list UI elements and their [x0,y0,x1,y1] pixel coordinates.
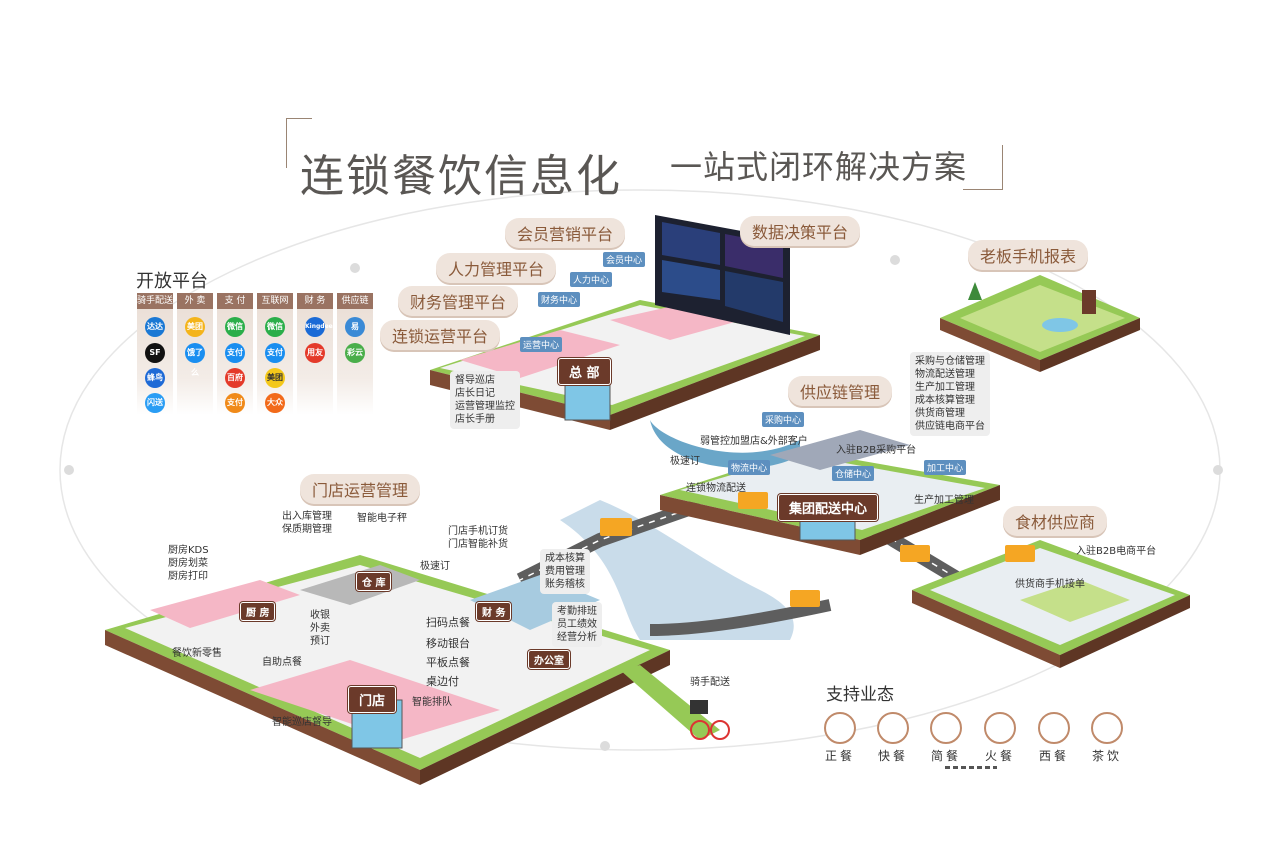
yonyou-icon: 用友 [305,343,325,363]
store-jisu-note: 极速订 [420,561,450,572]
support-label-hotpot: 火餐 [984,749,1015,763]
page-title: 连锁餐饮信息化 [300,151,622,202]
shansong-icon: 闪送 [145,393,165,413]
op-head-rider: 骑手配送 [137,293,173,309]
store-self-order-note: 自助点餐 [262,657,302,668]
meituan-icon: 美团 [265,368,285,388]
supply-jisu-label: 极速订 [670,456,700,467]
hq-tag-member: 会员中心 [603,252,646,267]
chain-operations-platform: 连锁运营平台 [380,320,501,350]
pay-icon: 支付 [225,393,245,413]
supplier-order-label: 供货商手机接单 [1015,579,1085,590]
caiyun-icon: 彩云 [345,343,365,363]
warehouse-sign: 仓 库 [356,572,392,591]
page-subtitle: 一站式闭环解决方案 [670,148,968,186]
support-label-western: 西餐 [1038,749,1069,763]
support-label-tea: 茶饮 [1091,749,1122,763]
supplier-b2b-label: 入驻B2B电商平台 [1076,546,1157,557]
fengniao-icon: 蜂鸟 [145,368,165,388]
store-stock-note: 出入库管理 保质期管理 [282,511,332,535]
title-corner-left [286,118,312,168]
supply-note: 采购与仓储管理 物流配送管理 生产加工管理 成本核算管理 供货商管理 供应链电商… [910,352,990,436]
alipay-internet-icon: 支付宝 [265,343,285,377]
title-corner-right [963,145,1003,190]
hq-note: 督导巡店 店长日记 运营管理监控 店长手册 [450,371,520,429]
bowl-icon [824,712,856,744]
cup-icon [1091,712,1123,744]
hq-sign: 总 部 [558,358,611,385]
support-dots [945,766,997,769]
kitchen-sign: 厨 房 [240,602,276,621]
eleme-icon: 饿了么 [185,343,205,377]
supply-partner-icon: 易 [345,317,365,337]
burger-icon [877,712,909,744]
op-head-takeout: 外 卖 [177,293,213,309]
dianping-icon: 大众 [265,393,285,413]
store-queue-note: 智能排队 [412,697,452,708]
store-patrol-note: 智能巡店督导 [272,717,332,728]
store-cashier-note: 收银 外卖 预订 [310,610,330,647]
support-formats-title: 支持业态 [826,685,894,705]
boss-mobile-report: 老板手机报表 [968,240,1089,270]
store-hr-note: 考勤排班 员工绩效 经营分析 [552,602,602,647]
hotpot-icon [984,712,1016,744]
feature-scan-order: 扫码点餐 [426,616,470,629]
supply-tag-purchase: 采购中心 [762,412,805,427]
supply-weak-control: 弱管控加盟店&外部客户 [700,436,808,447]
supply-chain-management: 供应链管理 [788,376,893,406]
data-decision-platform: 数据决策平台 [740,216,861,246]
supply-production-label: 生产加工管理 [914,495,974,506]
hr-management-platform: 人力管理平台 [436,253,557,283]
feature-tableside-pay: 桌边付 [426,675,459,688]
op-head-finance: 财 务 [297,293,333,309]
plate-icon [930,712,962,744]
store-operations-management: 门店运营管理 [300,474,421,504]
office-sign: 办公室 [528,650,570,669]
rider-delivery-label: 骑手配送 [690,677,730,688]
meituan-takeout-icon: 美团 [185,317,205,337]
hq-tag-ops: 运营中心 [520,337,563,352]
wechat-pay-icon: 微信 [225,317,245,337]
store-kds-note: 厨房KDS 厨房划菜 厨房打印 [168,545,209,582]
supply-b2b: 入驻B2B采购平台 [836,445,917,456]
store-mobile-note: 门店手机订货 门店智能补货 [448,526,508,550]
supply-tag-warehouse: 仓储中心 [832,466,875,481]
alipay-icon: 支付宝 [225,343,245,377]
support-label-dine: 正餐 [824,749,855,763]
supply-logistics-label: 连锁物流配送 [686,483,746,494]
store-cost-note: 成本核算 费用管理 账务稽核 [540,549,590,594]
feature-mobile-cashier: 移动银台 [426,637,470,650]
dada-icon: 达达 [145,317,165,337]
sf-icon: SF [145,343,165,363]
supply-tag-processing: 加工中心 [924,460,967,475]
baifu-icon: 百府付 [225,368,245,402]
open-platform-title: 开放平台 [136,271,208,292]
op-head-internet: 互联网 [257,293,293,309]
kingdee-icon: Kingdee [305,317,333,337]
store-sign: 门店 [348,686,397,713]
wechat-icon: 微信 [265,317,285,337]
supply-tag-logistics: 物流中心 [728,460,771,475]
finance-management-platform: 财务管理平台 [398,286,519,316]
ingredient-supplier: 食材供应商 [1003,506,1108,536]
feature-tablet-order: 平板点餐 [426,656,470,669]
fork-knife-icon [1038,712,1070,744]
finance-sign: 财 务 [476,602,512,621]
support-label-simple: 简餐 [930,749,961,763]
hq-tag-hr: 人力中心 [570,272,613,287]
store-scale-note: 智能电子秤 [357,513,407,524]
supply-center-sign: 集团配送中心 [778,494,879,521]
store-retail-note: 餐饮新零售 [172,648,222,659]
member-marketing-platform: 会员营销平台 [505,218,626,248]
road-bottom [649,599,832,636]
support-label-fast: 快餐 [877,749,908,763]
op-head-payment: 支 付 [217,293,253,309]
op-head-supply: 供应链 [337,293,373,309]
hq-tag-finance: 财务中心 [538,292,581,307]
